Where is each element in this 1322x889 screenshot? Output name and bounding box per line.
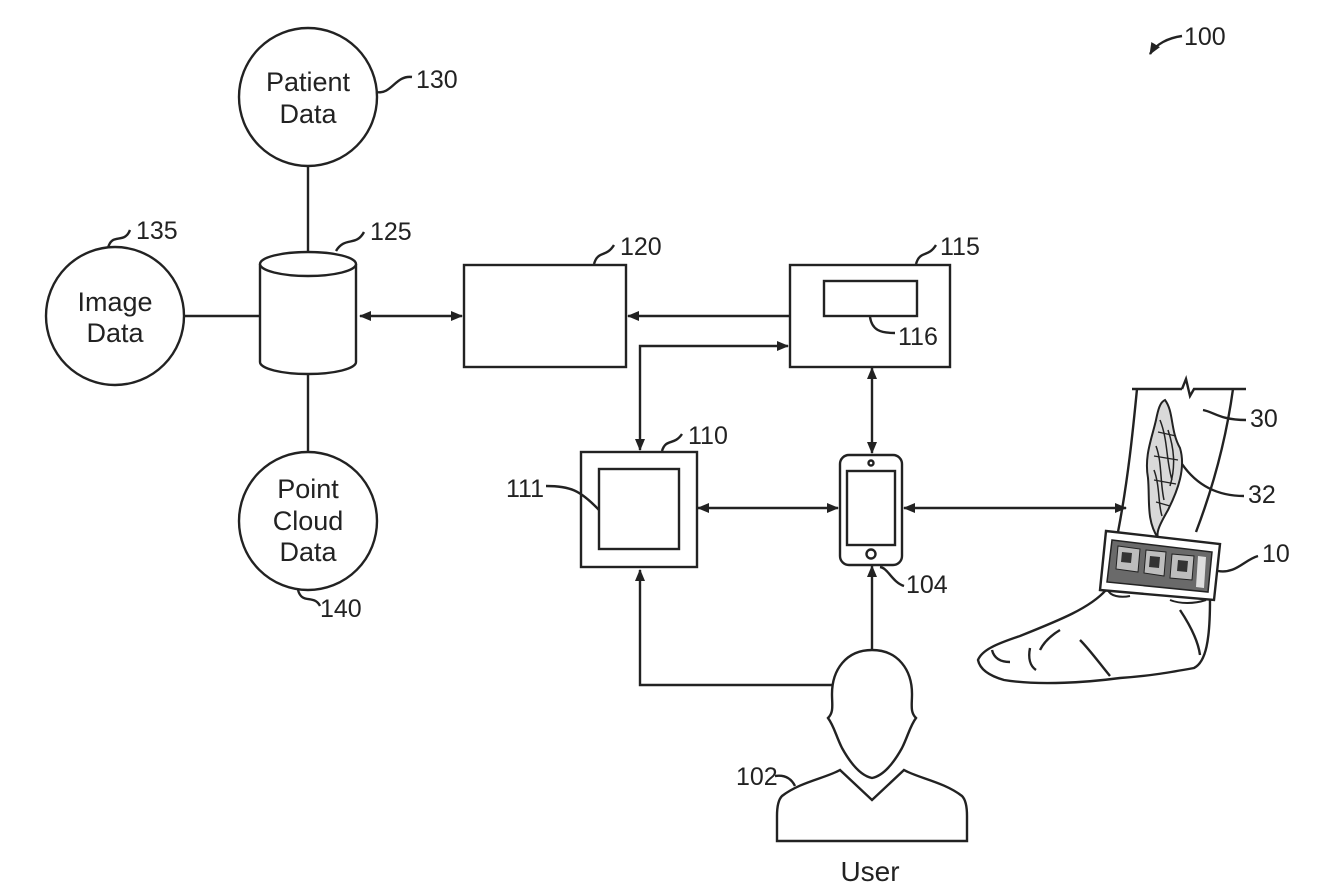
point-cloud-label-line3: Data [279,537,337,567]
figure-ref: 100 [1184,23,1226,51]
display-screen-ref: 111 [506,475,544,503]
user-label: User [840,856,899,887]
wound-icon [1147,400,1182,538]
point-cloud-data-node: Point Cloud Data 140 [239,452,377,623]
patient-data-node: Patient Data 130 [239,28,458,166]
image-data-ref: 135 [136,217,178,245]
image-data-label-line1: Image [77,287,152,317]
server-ref: 120 [620,233,662,261]
database-ref: 125 [370,218,412,246]
figure-reference: 100 [1150,23,1226,54]
mobile-device-ref: 104 [906,571,948,599]
point-cloud-data-ref: 140 [320,595,362,623]
processor-inner-ref: 116 [898,323,938,351]
processor-inner-box [824,281,917,316]
patient-data-ref: 130 [416,66,458,94]
leg-illustration: 30 32 [978,379,1278,683]
user-ref: 102 [736,763,778,791]
processor-box: 115 116 [790,233,980,367]
connection-arrows [360,316,1126,685]
display-device-ref: 110 [688,422,728,450]
point-cloud-label-line2: Cloud [273,506,344,536]
arrow-user-display [640,570,836,685]
server-box: 120 [464,233,662,367]
image-data-node: Image Data 135 [46,217,184,385]
display-device: 110 111 [506,422,728,567]
processor-ref: 115 [940,233,980,261]
display-screen [599,469,679,549]
point-cloud-label-line1: Point [277,474,339,504]
marker-band-ref: 10 [1262,540,1290,568]
mobile-device: 104 [840,455,948,599]
database-cylinder: 125 [260,218,412,374]
patient-data-label-line1: Patient [266,67,351,97]
image-data-label-line2: Data [86,318,144,348]
marker-band: 10 [1100,531,1290,603]
patient-data-label-line2: Data [279,99,337,129]
wound-ref: 32 [1248,481,1276,509]
leg-ref: 30 [1250,405,1278,433]
